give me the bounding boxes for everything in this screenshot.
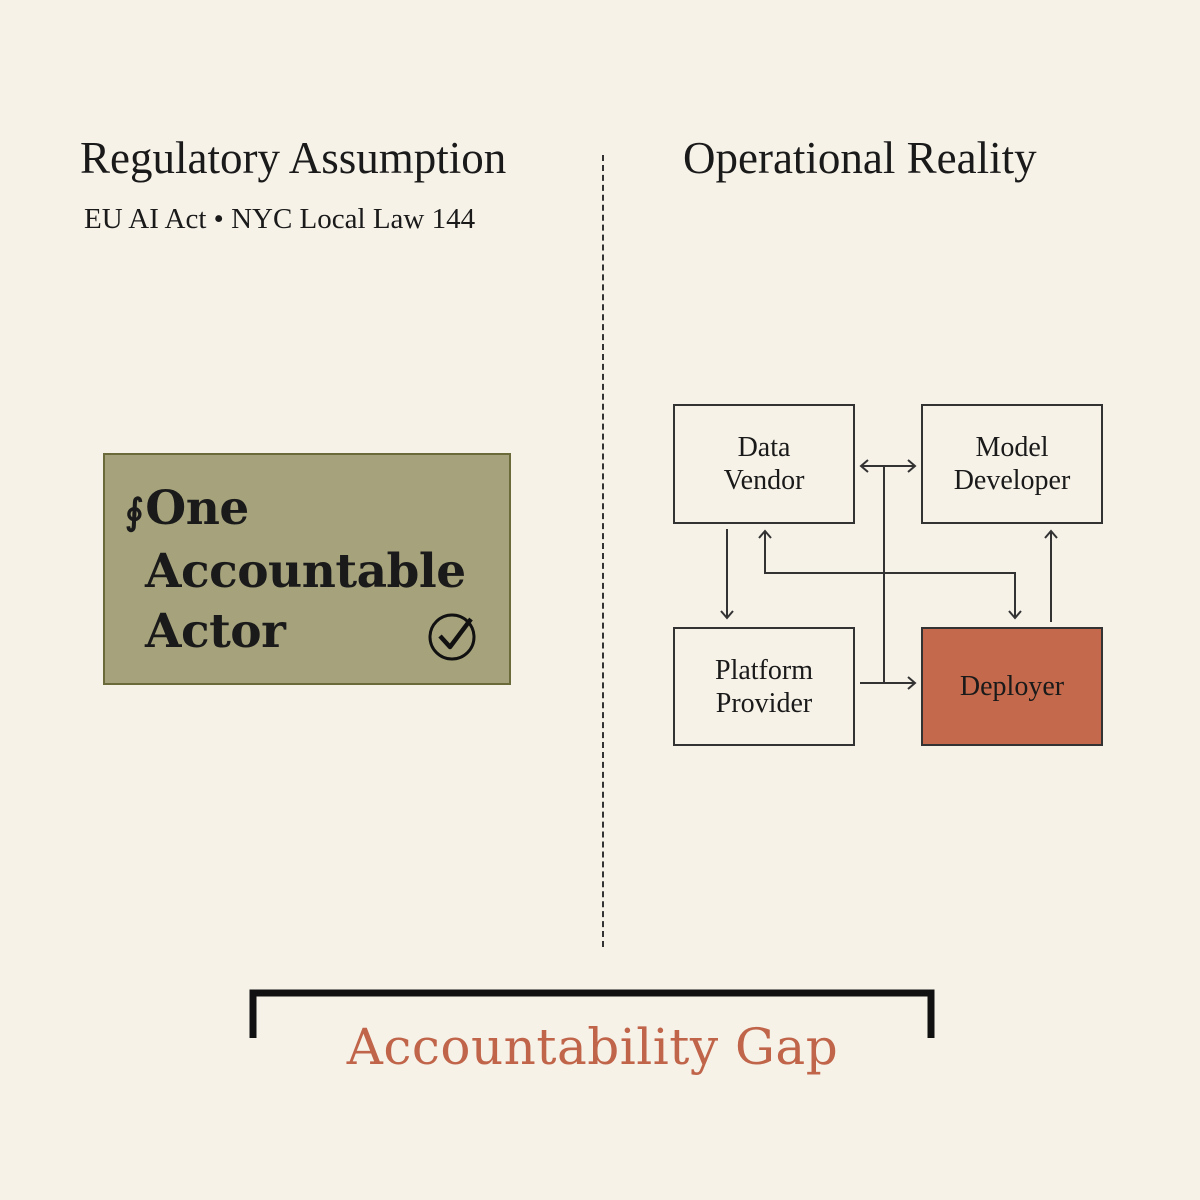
node-label: Platform xyxy=(715,654,813,686)
check-circle-icon xyxy=(428,613,476,661)
node-label: Model xyxy=(975,432,1049,463)
accountability-gap-label: Accountability Gap xyxy=(346,1018,839,1076)
node-deployer: Deployer xyxy=(921,627,1103,746)
actor-label: ∮ One Accountable Actor xyxy=(125,479,466,662)
arrow-data-vendor-model-developer xyxy=(859,459,917,473)
node-label: Provider xyxy=(715,687,813,719)
left-subtitle: EU AI Act • NYC Local Law 144 xyxy=(84,203,476,235)
right-title: Operational Reality xyxy=(683,133,1037,183)
one-accountable-actor-box: ∮ One Accountable Actor xyxy=(103,453,511,685)
node-label: Vendor xyxy=(723,465,805,496)
arrow-data-vendor-to-platform xyxy=(720,529,734,620)
arrow-deployer-to-model-developer xyxy=(1044,529,1058,622)
node-label: Data xyxy=(737,432,791,463)
actor-first-line: ∮ One xyxy=(125,479,466,542)
actor-line-1: One xyxy=(145,481,249,536)
divider-line xyxy=(602,155,604,947)
actor-line-2: Accountable xyxy=(145,544,466,599)
left-title: Regulatory Assumption xyxy=(80,133,507,183)
node-label: Developer xyxy=(953,465,1071,496)
decorative-glyph: ∮ xyxy=(125,491,144,533)
gap-bracket xyxy=(249,989,935,1038)
actor-line-3: Actor xyxy=(145,604,286,659)
arrow-platform-to-deployer xyxy=(860,676,917,690)
arrow-deployer-data-vendor xyxy=(758,529,1022,620)
node-label: Deployer xyxy=(959,671,1065,702)
